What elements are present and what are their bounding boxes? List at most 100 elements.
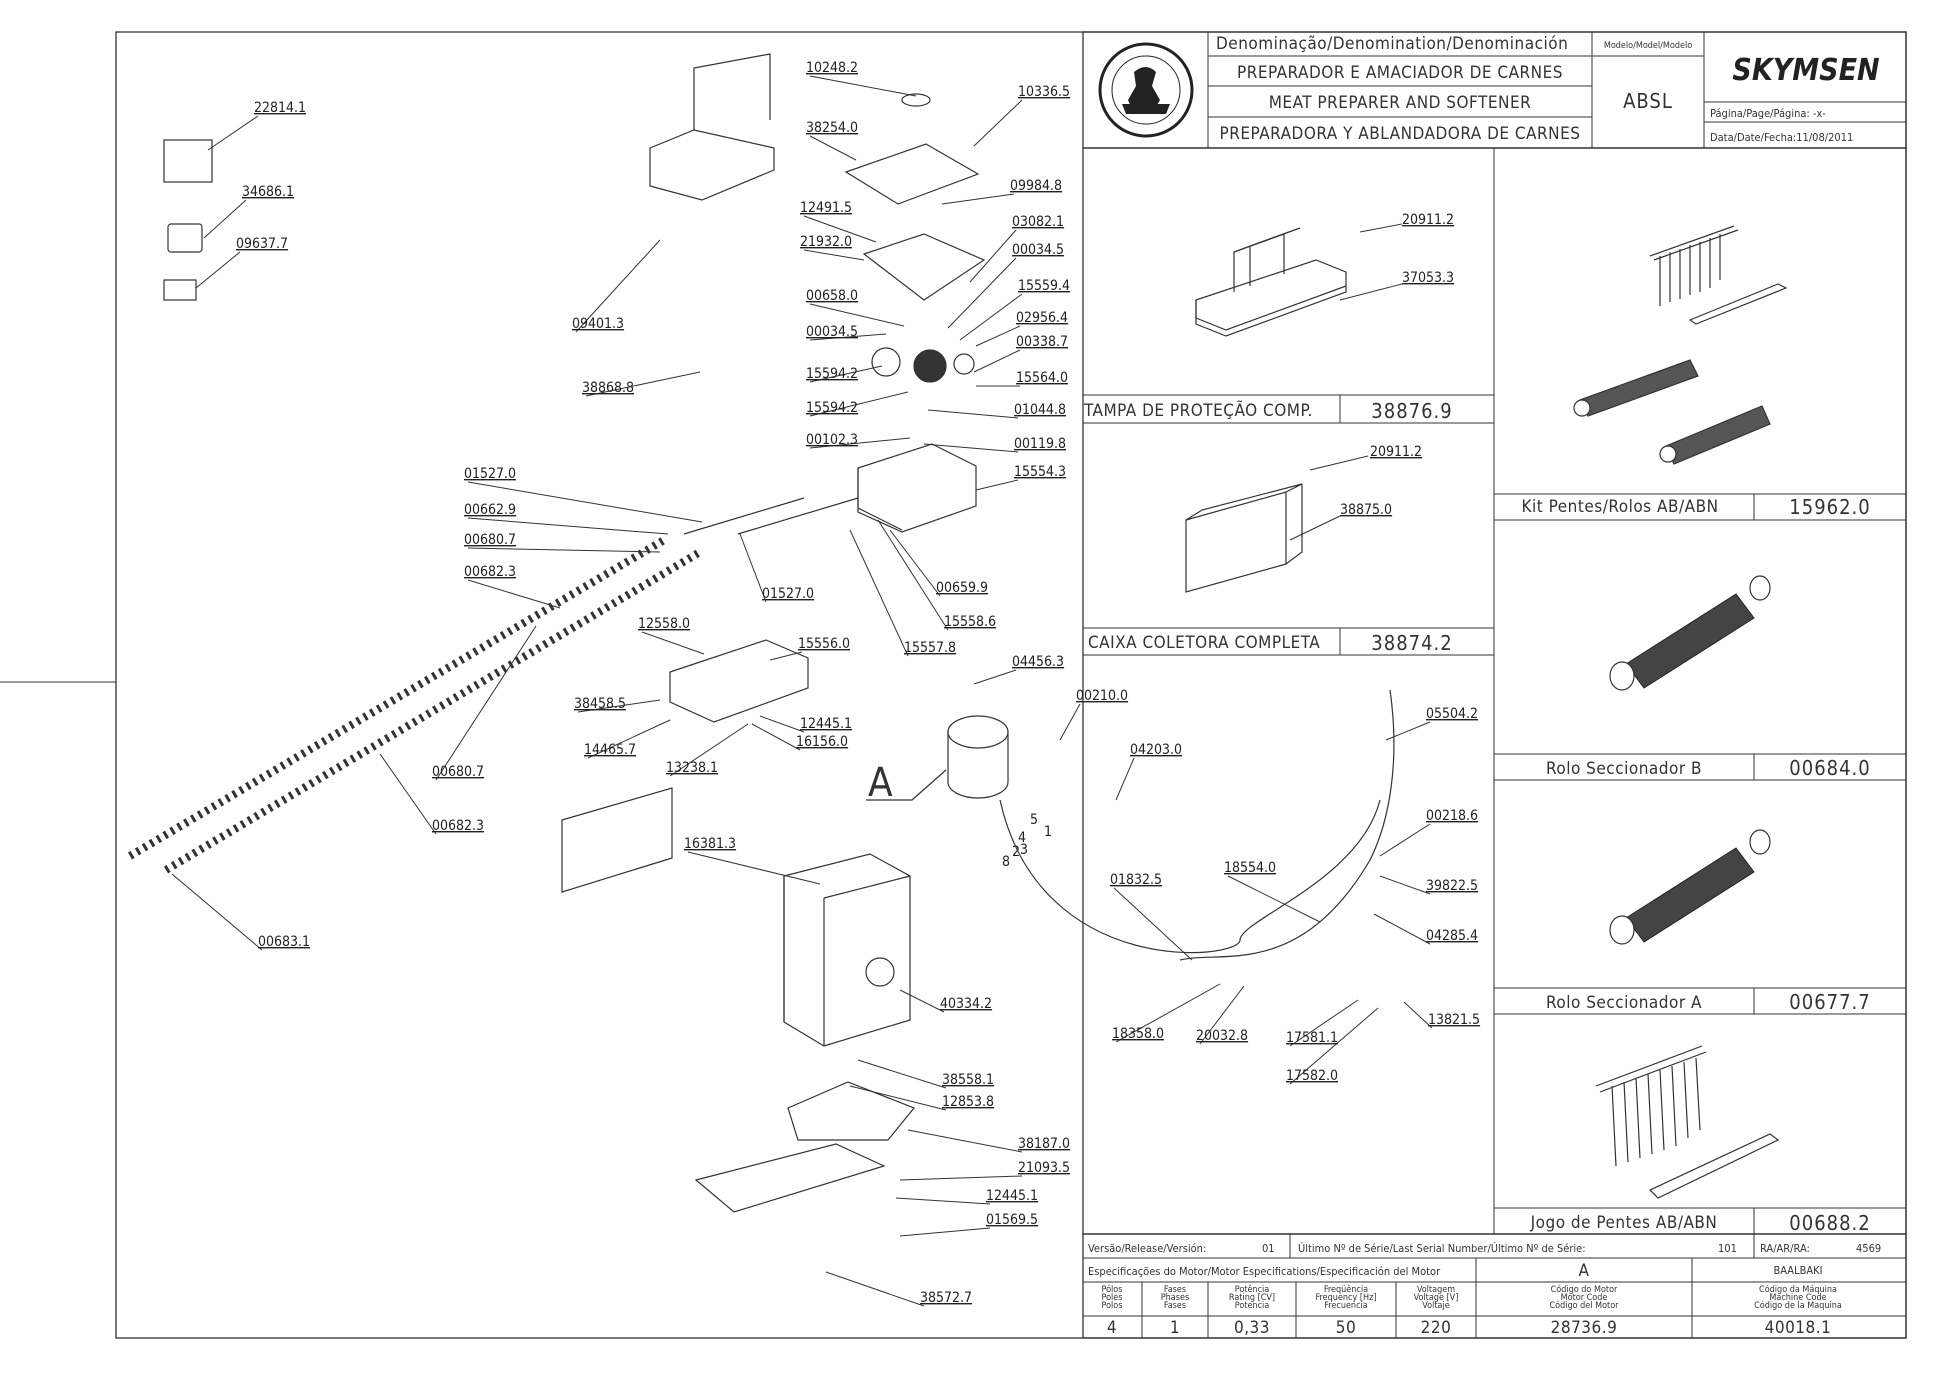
part-number-label: 00682.3 <box>432 818 484 834</box>
motor-column-value: 220 <box>1421 1318 1452 1338</box>
part-number-label: 00210.0 <box>1076 688 1128 704</box>
motor-column-label: Phases <box>1161 1293 1189 1303</box>
part-number-label: 00682.3 <box>464 564 516 580</box>
warning-label-icon <box>163 139 213 183</box>
leader-line <box>1059 703 1081 741</box>
leader-line <box>1373 913 1431 945</box>
motor-column-value: 1 <box>1170 1318 1180 1338</box>
part-number-label: 12445.1 <box>800 716 852 732</box>
part-number-label: 02956.4 <box>1016 310 1068 326</box>
part-number-label: 15557.8 <box>904 640 956 656</box>
part-number-label: 00659.9 <box>936 580 988 596</box>
part-number-label: 40334.2 <box>940 996 992 1012</box>
kit-code-caixa: 38874.2 <box>1371 631 1452 655</box>
part-number-label: 00683.1 <box>258 934 310 950</box>
part-number-label: 21932.0 <box>800 234 852 250</box>
serial-label: Último Nº de Série/Last Serial Number/Úl… <box>1298 1242 1586 1255</box>
leader-line <box>1289 1007 1379 1085</box>
part-number-label: 15558.6 <box>944 614 996 630</box>
part-number-label: 01569.5 <box>986 1212 1038 1228</box>
part-number-label: 38458.5 <box>574 696 626 712</box>
part-number-label: 21093.5 <box>1018 1160 1070 1176</box>
serial-value: 101 <box>1718 1242 1737 1255</box>
leader-line <box>195 251 241 289</box>
leader-line <box>759 715 805 733</box>
kit-code-tampa: 38876.9 <box>1371 399 1452 423</box>
motor-column-label: Polos <box>1102 1301 1123 1311</box>
part-number-label: 00102.3 <box>806 432 858 448</box>
part-number-label: 13238.1 <box>666 760 718 776</box>
part-number-label: 16156.0 <box>796 734 848 750</box>
service-seal-icon <box>1098 42 1194 138</box>
kit-panel: TAMPA DE PROTEÇÃO COMP. 38876.9 CAIXA CO… <box>1082 147 1907 1235</box>
leader-line <box>687 851 821 885</box>
wire-number: 4 <box>1018 830 1026 846</box>
part-number-label: 15559.4 <box>1018 278 1070 294</box>
motor-column-label: Poles <box>1102 1293 1123 1303</box>
leader-line <box>739 533 767 603</box>
kit-name-pentes: Jogo de Pentes AB/ABN <box>1530 1213 1718 1233</box>
leader-line <box>1379 875 1431 895</box>
kit-code-rolo-a: 00677.7 <box>1789 990 1870 1014</box>
leader-line <box>849 1085 947 1111</box>
part-number-label: 10336.5 <box>1018 84 1070 100</box>
leader-line <box>575 239 661 333</box>
leader-line <box>467 517 669 535</box>
part-number-label: 09637.7 <box>236 236 288 252</box>
motor-column-label: Freqüência <box>1324 1284 1368 1295</box>
leader-line <box>973 99 1023 147</box>
leader-line <box>587 719 671 759</box>
model-code: ABSL <box>1623 89 1673 113</box>
leader-line <box>975 325 1021 347</box>
leader-line <box>203 199 247 239</box>
leader-line <box>973 349 1021 373</box>
part-number-label: 15564.0 <box>1016 370 1068 386</box>
part-number-label: 39822.5 <box>1426 878 1478 894</box>
motor-column-label: Motor Code <box>1561 1293 1608 1303</box>
leader-line <box>1199 985 1245 1045</box>
part-number-label: 12853.8 <box>942 1094 994 1110</box>
leader-line <box>809 365 883 383</box>
part-number-label: 12445.1 <box>986 1188 1038 1204</box>
leader-line <box>585 371 701 397</box>
kit-code-pentes: 00688.2 <box>1789 1211 1870 1235</box>
ra-value: 4569 <box>1856 1242 1881 1255</box>
motor-column-value: 50 <box>1336 1318 1356 1338</box>
motor-column-label: Código do Motor <box>1551 1284 1618 1295</box>
motor-column-label: Código de la Maquina <box>1754 1300 1842 1311</box>
motor-column-value: 4 <box>1107 1318 1117 1338</box>
motor-wire-numbers: 5 1 4 2 3 8 <box>1002 812 1052 870</box>
version-value: 01 <box>1262 1242 1275 1255</box>
leader-line <box>669 723 749 777</box>
leader-line <box>857 1059 947 1089</box>
footer-table: Versão/Release/Versión: 01 Último Nº de … <box>1082 1233 1907 1339</box>
part-number-label: 00338.7 <box>1016 334 1068 350</box>
part-number-label: 38254.0 <box>806 120 858 136</box>
caixa-part-20911: 20911.2 <box>1370 444 1422 460</box>
leader-line <box>751 723 801 751</box>
motor-spec-label: Especificações do Motor/Motor Especifica… <box>1088 1265 1441 1278</box>
leader-line <box>895 1197 991 1205</box>
part-number-label: 00680.7 <box>464 532 516 548</box>
part-number-label: 01527.0 <box>762 586 814 602</box>
name-pt: PREPARADOR E AMACIADOR DE CARNES <box>1237 63 1563 83</box>
leader-line <box>803 215 877 243</box>
leader-line <box>171 873 263 951</box>
part-number-label: 00119.8 <box>1014 436 1066 452</box>
part-number-label: 00034.5 <box>1012 242 1064 258</box>
tampa-illustration <box>1195 227 1347 337</box>
leader-line <box>959 293 1023 341</box>
part-number-label: 22814.1 <box>254 100 306 116</box>
part-number-label: 18554.0 <box>1224 860 1276 876</box>
part-number-label: 12491.5 <box>800 200 852 216</box>
leader-line <box>467 547 661 553</box>
leader-line <box>207 115 259 151</box>
part-number-label: 09401.3 <box>572 316 624 332</box>
part-number-label: 00680.7 <box>432 764 484 780</box>
part-number-label: 03082.1 <box>1012 214 1064 230</box>
jogo-pentes-illustration <box>1595 1045 1780 1199</box>
part-number-label: 17581.1 <box>1286 1030 1338 1046</box>
part-number-label: 38572.7 <box>920 1290 972 1306</box>
